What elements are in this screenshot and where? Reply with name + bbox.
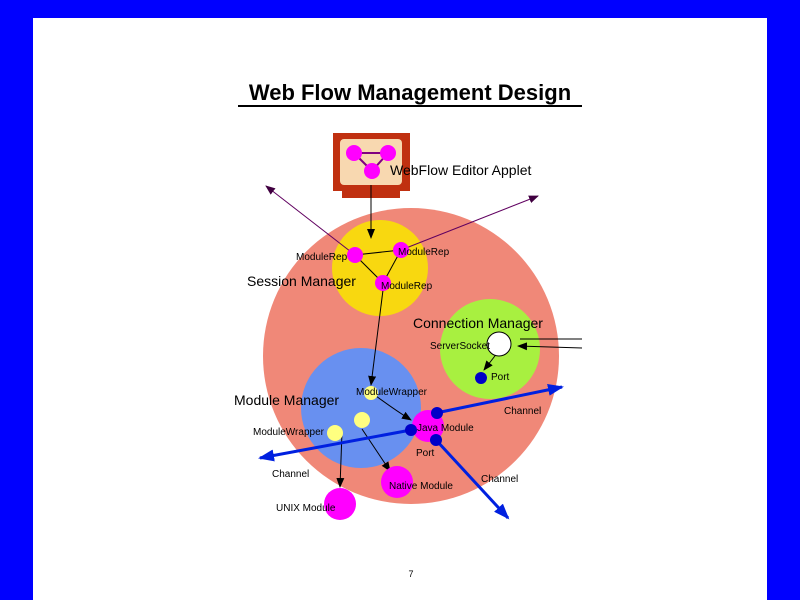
module-manager-circle <box>301 348 421 468</box>
java-port-node-1 <box>431 407 443 419</box>
module-rep-node-1 <box>347 247 363 263</box>
channel-label-2: Channel <box>272 469 309 480</box>
module-rep-label-2: ModuleRep <box>398 247 450 258</box>
server-socket-label: ServerSocket <box>430 341 490 352</box>
port-label-2: Port <box>416 448 435 459</box>
editor-applet-monitor-icon <box>333 133 410 198</box>
unix-module-label: UNIX Module <box>276 503 336 514</box>
server-socket-node <box>486 331 512 357</box>
module-rep-node-2 <box>393 242 409 258</box>
session-manager-label: Session Manager <box>247 273 356 289</box>
page-number: 7 <box>408 569 413 579</box>
native-module-node <box>381 466 413 498</box>
module-wrapper-node-1 <box>364 386 378 400</box>
connection-manager-label: Connection Manager <box>413 315 543 331</box>
module-rep-label-1: ModuleRep <box>296 252 348 263</box>
editor-applet-label: WebFlow Editor Applet <box>390 162 531 178</box>
external-connection-lines <box>265 185 539 256</box>
module-rep-label-3: ModuleRep <box>381 281 433 292</box>
module-rep-node-3 <box>375 275 391 291</box>
port-label-1: Port <box>491 372 510 383</box>
slide-page: Web Flow Management Design <box>33 18 767 600</box>
module-wrapper-node-3 <box>327 425 343 441</box>
channel-label-3: Channel <box>481 474 518 485</box>
java-port-node-2 <box>405 424 417 436</box>
java-port-node-3 <box>430 434 442 446</box>
page-title: Web Flow Management Design <box>249 80 571 105</box>
session-manager-circle <box>332 220 428 316</box>
module-wrapper-node-2 <box>354 412 370 428</box>
module-wrapper-label-1: ModuleWrapper <box>356 387 428 398</box>
channel-lines <box>258 383 564 520</box>
module-wrapper-label-2: ModuleWrapper <box>253 427 325 438</box>
module-manager-label: Module Manager <box>234 392 339 408</box>
unix-module-node <box>324 488 356 520</box>
connection-port-node <box>475 372 487 384</box>
java-module-label: Java Module <box>417 423 474 434</box>
channel-label-1: Channel <box>504 406 541 417</box>
web-flow-diagram: Web Flow Management Design <box>234 80 583 579</box>
native-module-label: Native Module <box>389 481 453 492</box>
